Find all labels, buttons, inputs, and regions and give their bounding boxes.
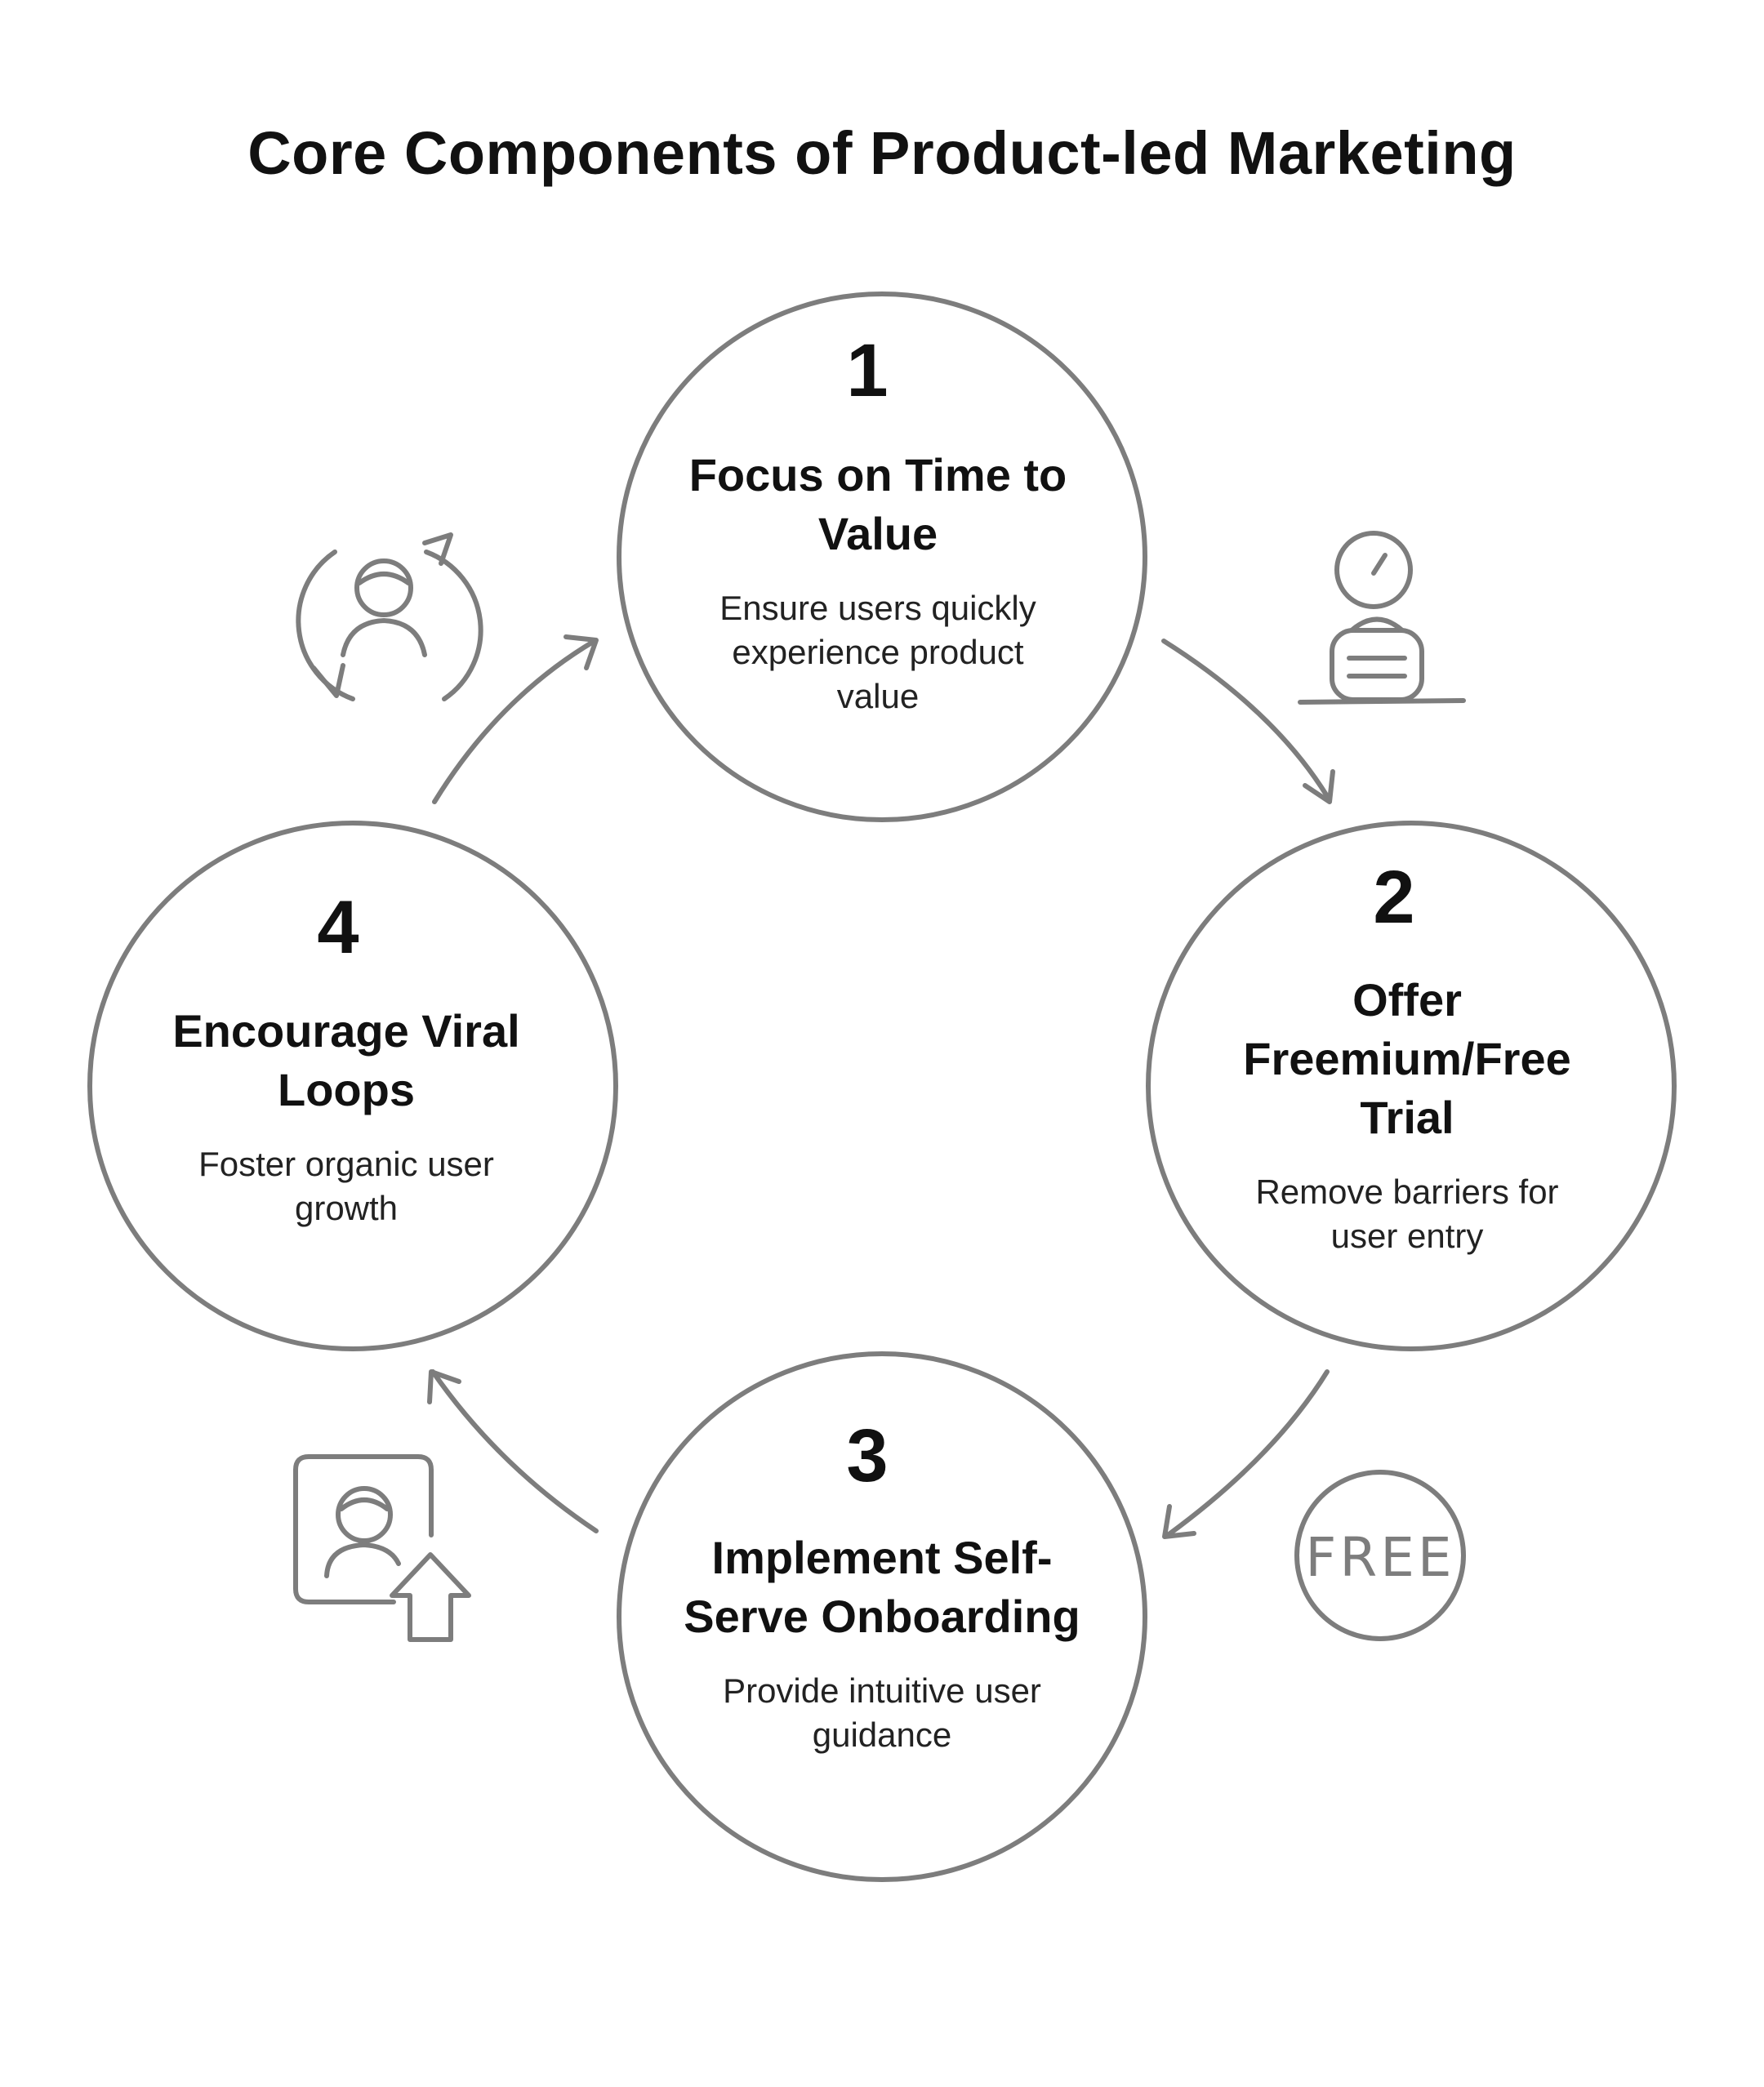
- step-4-number: 4: [317, 886, 359, 969]
- free-label: FREE: [1305, 1526, 1454, 1589]
- step-2-description: Remove barriers for user entry: [1255, 1173, 1559, 1255]
- step-2-title: Offer Freemium/Free Trial: [1243, 974, 1571, 1143]
- step-3-content: Implement Self-Serve Onboarding Provide …: [670, 1529, 1094, 1757]
- step-1-title: Focus on Time to Value: [688, 449, 1067, 559]
- clock-desk-icon: [1298, 531, 1466, 705]
- free-badge-icon: FREE: [1294, 1470, 1466, 1641]
- arrow-3-to-4: [427, 1369, 599, 1533]
- step-2-number: 2: [1373, 856, 1415, 939]
- step-4-title: Encourage Viral Loops: [172, 1005, 520, 1115]
- step-2-circle: [1146, 821, 1677, 1351]
- step-4-circle: [87, 821, 618, 1351]
- step-1-circle: [617, 291, 1147, 822]
- step-3-circle: [617, 1351, 1147, 1882]
- step-1-number: 1: [846, 329, 889, 412]
- user-upload-icon: [293, 1454, 471, 1642]
- arrow-4-to-1: [432, 634, 599, 804]
- arrow-2-to-3: [1162, 1369, 1330, 1539]
- step-4-content: Encourage Viral Loops Foster organic use…: [134, 1002, 559, 1230]
- page-title: Core Components of Product-led Marketing: [247, 119, 1517, 187]
- step-4-description: Foster organic user growth: [198, 1145, 494, 1227]
- arrow-1-to-2: [1161, 639, 1335, 804]
- step-3-title: Implement Self-Serve Onboarding: [684, 1532, 1080, 1642]
- user-cycle-icon: [296, 532, 483, 701]
- step-2-content: Offer Freemium/Free Trial Remove barrier…: [1195, 971, 1619, 1258]
- step-1-description: Ensure users quickly experience product …: [719, 589, 1036, 715]
- step-1-content: Focus on Time to Value Ensure users quic…: [666, 446, 1090, 719]
- step-3-description: Provide intuitive user guidance: [723, 1671, 1041, 1754]
- step-3-number: 3: [846, 1414, 889, 1497]
